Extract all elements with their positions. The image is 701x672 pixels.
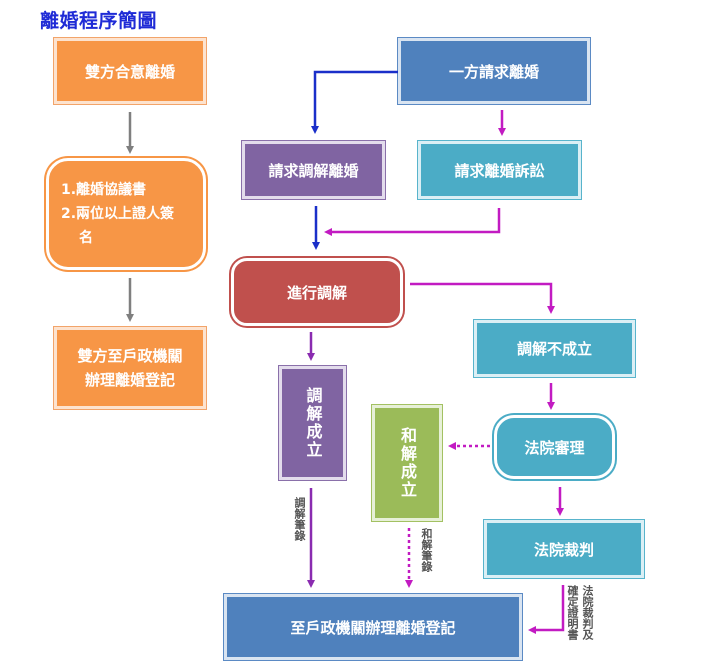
mediation-box: 進行調解 [231, 258, 403, 326]
court-judgment-label: 法院裁判 [533, 540, 594, 559]
request-lawsuit-label: 請求離婚訴訟 [454, 161, 545, 180]
arrow-judgment-to-registration [528, 585, 565, 634]
one-party-request-label: 一方請求離婚 [448, 62, 539, 81]
mediation-failed-box: 調解不成立 [474, 320, 635, 377]
agreement-requirements-box: 1.離婚協議書 2.兩位以上證人簽 名 [46, 158, 206, 270]
court-judgment-box: 法院裁判 [484, 520, 644, 578]
arrow-request-to-mediation-request [311, 70, 398, 134]
settlement-record-note: 和解筆錄 [420, 528, 433, 572]
mutual-divorce-label: 雙方合意離婚 [84, 62, 175, 81]
mediation-failed-label: 調解不成立 [516, 340, 592, 358]
request-mediation-box: 請求調解離婚 [242, 141, 385, 199]
settlement-box: 和解成立 [372, 405, 442, 521]
arrow-lawsuit-to-mediation [324, 208, 501, 236]
request-lawsuit-box: 請求離婚訴訟 [418, 141, 581, 199]
mediation-success-label: 調解成立 [303, 387, 323, 459]
agreement-item-1: 1.離婚協議書 [61, 182, 147, 198]
court-hearing-box: 法院審理 [494, 415, 615, 479]
mutual-divorce-box: 雙方合意離婚 [54, 38, 206, 104]
mutual-registration-label: 雙方至戶政機關辦理離婚登記 [77, 347, 183, 389]
mediation-success-box: 調解成立 [279, 366, 346, 480]
settlement-label: 和解成立 [398, 427, 417, 499]
agreement-item-2: 2.兩位以上證人簽 [61, 206, 175, 222]
mutual-registration-box: 雙方至戶政機關辦理離婚登記 [54, 327, 206, 409]
final-registration-label: 至戶政機關辦理離婚登記 [290, 618, 456, 637]
arrow-mediation-to-failed [410, 282, 555, 314]
mediation-label: 進行調解 [286, 283, 347, 302]
agreement-item-3: 名 [79, 230, 93, 246]
court-hearing-label: 法院審理 [524, 438, 585, 457]
diagram-title: 離婚程序簡圖 [40, 10, 158, 32]
one-party-request-box: 一方請求離婚 [398, 38, 590, 104]
judgment-note-1: 法院裁判及 [581, 585, 594, 640]
final-registration-box: 至戶政機關辦理離婚登記 [224, 594, 522, 660]
judgment-note-2: 確定證明書 [566, 585, 579, 640]
mediation-record-note: 調解筆錄 [293, 497, 306, 541]
request-mediation-label: 請求調解離婚 [268, 161, 359, 180]
